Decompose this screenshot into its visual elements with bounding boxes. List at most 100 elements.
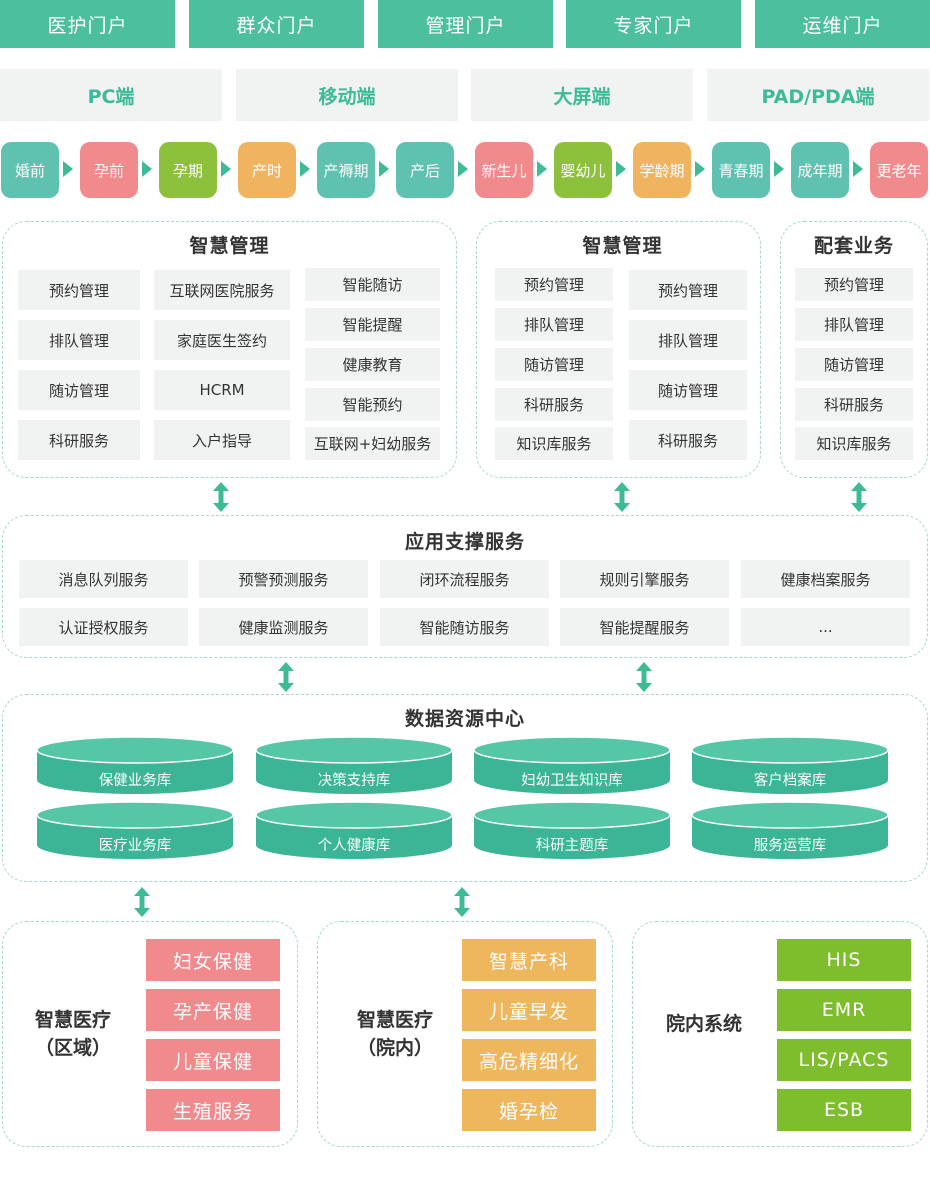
- support-item[interactable]: 预约管理: [795, 268, 913, 301]
- stage-label: 婴幼儿: [560, 161, 606, 180]
- mgmt-item[interactable]: 预约管理: [495, 268, 613, 301]
- mgmt-item[interactable]: 预约管理: [18, 270, 140, 310]
- stage-puerperium: 产褥期: [317, 142, 375, 198]
- stage-adolescence: 青春期: [712, 142, 770, 198]
- stage-adulthood: 成年期: [791, 142, 849, 198]
- internal-system-item[interactable]: EMR: [777, 989, 911, 1031]
- service-item[interactable]: 认证授权服务: [19, 608, 188, 646]
- stage-label: 产后: [409, 161, 440, 180]
- item-label: 互联网医院服务: [169, 281, 275, 300]
- stage-label: 成年期: [797, 161, 843, 180]
- service-item[interactable]: 规则引擎服务: [560, 560, 729, 598]
- portal-management[interactable]: 管理门户: [378, 0, 553, 48]
- database-label: 个人健康库: [317, 837, 391, 854]
- portal-medical[interactable]: 医护门户: [0, 0, 175, 48]
- mgmt-item[interactable]: 排队管理: [495, 308, 613, 341]
- internal-system-item[interactable]: ESB: [777, 1089, 911, 1131]
- service-item[interactable]: 健康档案服务: [741, 560, 910, 598]
- mgmt-item[interactable]: 科研服务: [629, 420, 747, 460]
- database-label: 客户档案库: [753, 772, 827, 789]
- mgmt-item[interactable]: 排队管理: [629, 320, 747, 360]
- database-cylinder[interactable]: 个人健康库: [255, 801, 453, 861]
- internal-system-item[interactable]: HIS: [777, 939, 911, 981]
- stage-premarital: 婚前: [1, 142, 59, 198]
- mgmt-item[interactable]: 智能预约: [305, 388, 440, 421]
- mgmt-item[interactable]: 互联网医院服务: [154, 270, 290, 310]
- stage-label: 孕前: [93, 161, 124, 180]
- database-cylinder[interactable]: 医疗业务库: [36, 801, 234, 861]
- database-cylinder[interactable]: 妇幼卫生知识库: [473, 736, 671, 796]
- arrow-right-icon: [142, 161, 152, 177]
- item-label: 预约管理: [823, 276, 884, 294]
- platform-bigscreen: 大屏端: [471, 69, 693, 121]
- mgmt-item[interactable]: 科研服务: [18, 420, 140, 460]
- item-label: ESB: [823, 1099, 865, 1121]
- mgmt-item[interactable]: 排队管理: [18, 320, 140, 360]
- support-item[interactable]: 知识库服务: [795, 427, 913, 460]
- item-label: 排队管理: [823, 316, 884, 334]
- item-label: 随访管理: [823, 356, 884, 374]
- regional-item[interactable]: 妇女保健: [146, 939, 280, 981]
- database-cylinder[interactable]: 服务运营库: [691, 801, 889, 861]
- service-item[interactable]: 消息队列服务: [19, 560, 188, 598]
- item-label: 健康档案服务: [780, 570, 871, 589]
- item-label: 闭环流程服务: [419, 570, 510, 589]
- double-arrow-icon: [213, 482, 229, 512]
- mgmt-item[interactable]: 家庭医生签约: [154, 320, 290, 360]
- mgmt-item[interactable]: HCRM: [154, 370, 290, 410]
- mgmt-item[interactable]: 随访管理: [495, 348, 613, 381]
- regional-item[interactable]: 孕产保健: [146, 989, 280, 1031]
- stage-label: 学龄期: [639, 161, 685, 180]
- database-cylinder[interactable]: 决策支持库: [255, 736, 453, 796]
- service-item[interactable]: ...: [741, 608, 910, 646]
- portal-public[interactable]: 群众门户: [189, 0, 364, 48]
- support-item[interactable]: 排队管理: [795, 308, 913, 341]
- portal-ops[interactable]: 运维门户: [755, 0, 930, 48]
- service-item[interactable]: 健康监测服务: [199, 608, 368, 646]
- item-label: 科研服务: [657, 431, 718, 450]
- internal-system-item[interactable]: LIS/PACS: [777, 1039, 911, 1081]
- mgmt-item[interactable]: 健康教育: [305, 348, 440, 381]
- hospital-item[interactable]: 智慧产科: [462, 939, 596, 981]
- regional-item[interactable]: 儿童保健: [146, 1039, 280, 1081]
- item-label: 智能提醒: [342, 316, 403, 334]
- mgmt-item[interactable]: 入户指导: [154, 420, 290, 460]
- database-label: 科研主题库: [535, 837, 609, 854]
- service-item[interactable]: 预警预测服务: [199, 560, 368, 598]
- item-label: 儿童保健: [172, 1050, 253, 1073]
- mgmt-item[interactable]: 智能提醒: [305, 308, 440, 341]
- item-label: 智能提醒服务: [599, 618, 690, 637]
- mgmt-item[interactable]: 知识库服务: [495, 427, 613, 460]
- mgmt-item[interactable]: 随访管理: [629, 370, 747, 410]
- platform-label: 移动端: [318, 85, 376, 108]
- stage-label: 婚前: [14, 161, 45, 180]
- arrow-right-icon: [300, 161, 310, 177]
- service-item[interactable]: 智能提醒服务: [560, 608, 729, 646]
- regional-item[interactable]: 生殖服务: [146, 1089, 280, 1131]
- mgmt-item[interactable]: 预约管理: [629, 270, 747, 310]
- arrow-right-icon: [63, 161, 73, 177]
- support-item[interactable]: 随访管理: [795, 348, 913, 381]
- hospital-item[interactable]: 高危精细化: [462, 1039, 596, 1081]
- mgmt-item[interactable]: 随访管理: [18, 370, 140, 410]
- database-cylinder[interactable]: 客户档案库: [691, 736, 889, 796]
- portal-expert[interactable]: 专家门户: [566, 0, 741, 48]
- item-label: LIS/PACS: [798, 1049, 890, 1071]
- database-label: 医疗业务库: [98, 837, 172, 854]
- arrow-right-icon: [537, 161, 547, 177]
- hospital-item[interactable]: 婚孕检: [462, 1089, 596, 1131]
- support-item[interactable]: 科研服务: [795, 388, 913, 421]
- hospital-item[interactable]: 儿童早发: [462, 989, 596, 1031]
- database-cylinder[interactable]: 保健业务库: [36, 736, 234, 796]
- mgmt-item[interactable]: 智能随访: [305, 268, 440, 301]
- stage-label: 更老年: [876, 161, 922, 180]
- database-cylinder[interactable]: 科研主题库: [473, 801, 671, 861]
- service-item[interactable]: 智能随访服务: [380, 608, 549, 646]
- mgmt-item[interactable]: 互联网+妇幼服务: [305, 427, 440, 460]
- portal-label: 管理门户: [425, 14, 506, 37]
- platform-label: PAD/PDA端: [761, 85, 875, 108]
- service-item[interactable]: 闭环流程服务: [380, 560, 549, 598]
- item-label: 生殖服务: [172, 1100, 253, 1123]
- mgmt-item[interactable]: 科研服务: [495, 388, 613, 421]
- panel-title: 数据资源中心: [404, 707, 525, 730]
